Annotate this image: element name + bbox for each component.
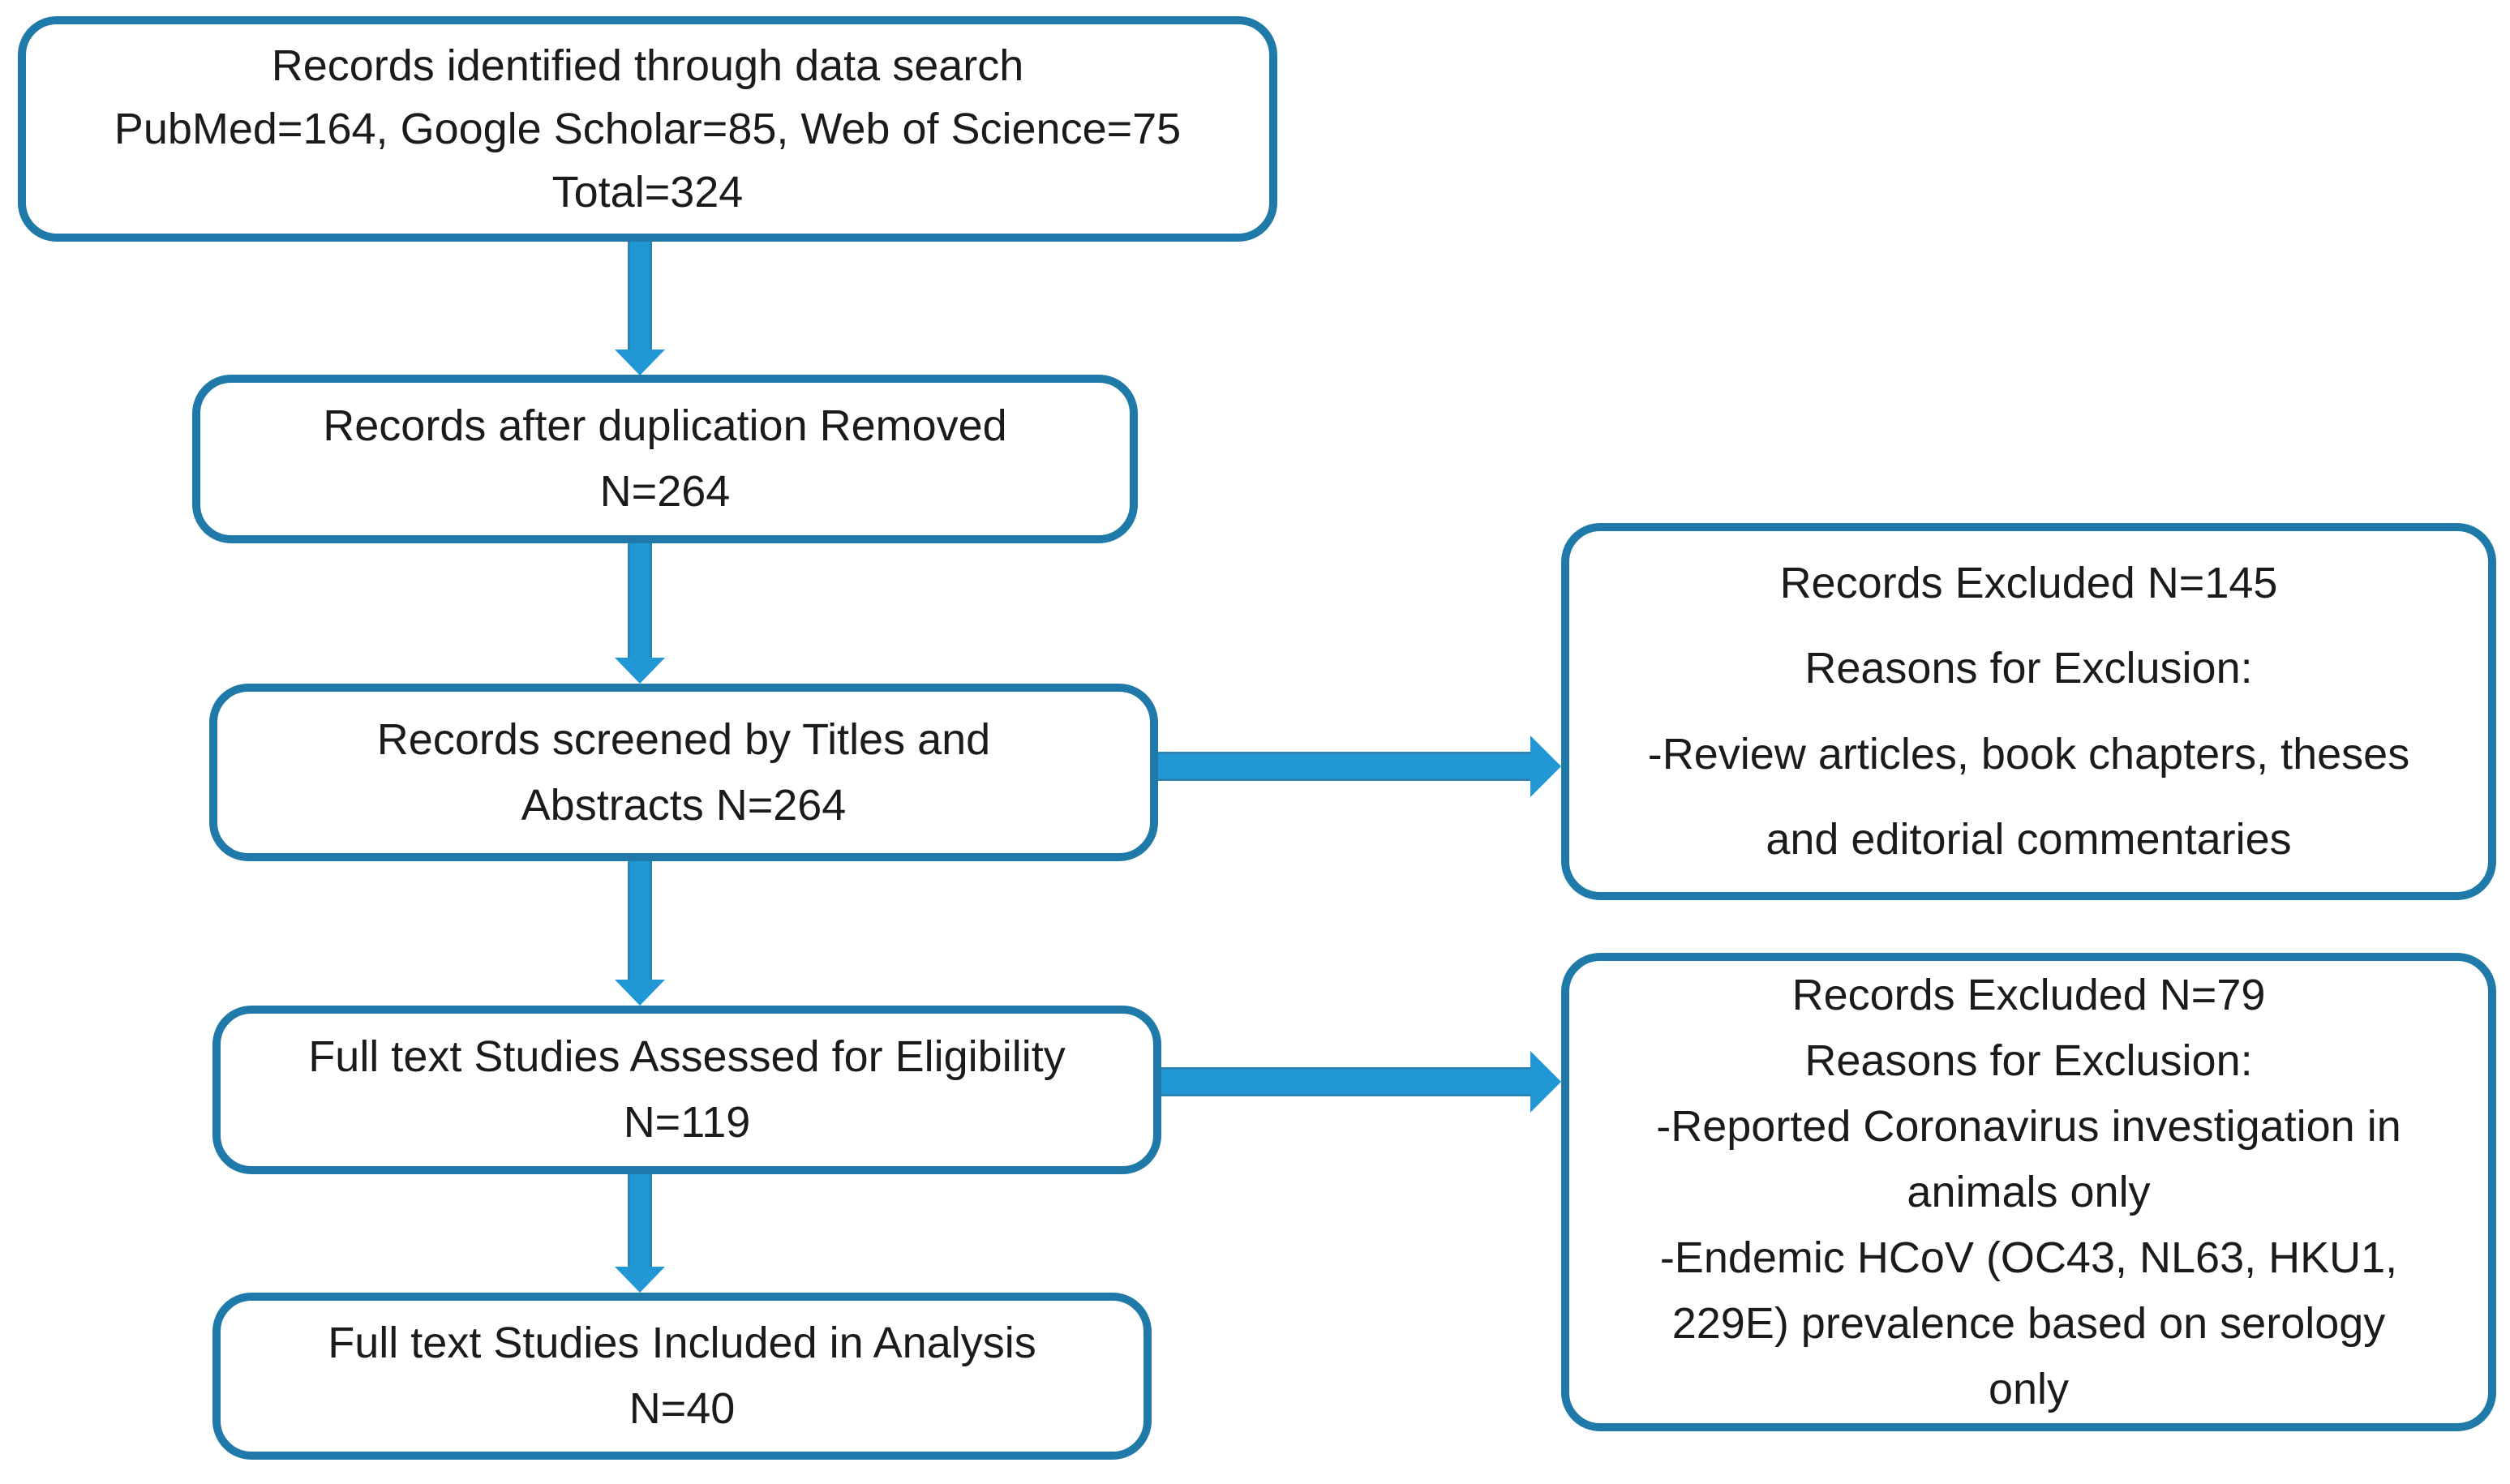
identification-line-1: Records identified through data search: [271, 41, 1024, 90]
screening-exclusion-line-1: Records Excluded N=145: [1779, 558, 2278, 607]
screening-exclusion-line-3: -Review articles, book chapters, theses: [1647, 729, 2410, 778]
arrow-head-down-icon: [615, 980, 665, 1006]
fulltext-exclusion-line-6: 229E) prevalence based on serology: [1671, 1298, 2386, 1348]
arrow-screening-to-eligibility: [615, 861, 665, 1006]
arrow-shaft: [628, 242, 652, 350]
eligibility-line-1: Full text Studies Assessed for Eligibili…: [308, 1032, 1066, 1081]
arrow-shaft: [628, 861, 652, 980]
arrow-head-down-icon: [615, 350, 665, 375]
fulltext-exclusion-line-7: only: [1988, 1364, 2070, 1413]
arrow-head-down-icon: [615, 1267, 665, 1293]
arrow-shaft: [628, 543, 652, 658]
screening-line-2: Abstracts N=264: [521, 780, 847, 830]
eligibility-line-2: N=119: [623, 1098, 751, 1147]
arrow-eligibility-to-included: [615, 1174, 665, 1293]
screening-line-1: Records screened by Titles and: [376, 714, 991, 764]
arrow-screening-to-exclusion: [1158, 736, 1561, 797]
fulltext-exclusion-line-3: -Reported Coronavirus investigation in: [1656, 1101, 2401, 1151]
screening-exclusion-line-2: Reasons for Exclusion:: [1804, 644, 2253, 693]
identification-box: Records identified through data search P…: [18, 16, 1277, 242]
identification-line-3: Total=324: [551, 168, 744, 217]
arrow-shaft: [1158, 752, 1530, 781]
identification-line-2: PubMed=164, Google Scholar=85, Web of Sc…: [114, 104, 1182, 153]
deduplication-line-2: N=264: [599, 467, 731, 516]
screening-exclusion-box: Records Excluded N=145 Reasons for Exclu…: [1561, 523, 2496, 900]
screening-exclusion-line-4: and editorial commentaries: [1766, 814, 2292, 864]
fulltext-exclusion-line-5: -Endemic HCoV (OC43, NL63, HKU1,: [1659, 1233, 2398, 1282]
fulltext-exclusion-line-2: Reasons for Exclusion:: [1804, 1036, 2253, 1085]
arrow-dedup-to-screening: [615, 543, 665, 684]
arrow-identification-to-dedup: [615, 242, 665, 375]
arrow-eligibility-to-exclusion: [1161, 1051, 1561, 1113]
arrow-head-down-icon: [615, 658, 665, 684]
included-box: Full text Studies Included in Analysis N…: [212, 1293, 1152, 1460]
deduplication-line-1: Records after duplication Removed: [323, 401, 1007, 450]
included-line-1: Full text Studies Included in Analysis: [328, 1319, 1036, 1367]
arrow-head-right-icon: [1530, 736, 1561, 797]
fulltext-exclusion-line-4: animals only: [1907, 1167, 2151, 1216]
arrow-shaft: [1161, 1067, 1530, 1096]
screening-box: Records screened by Titles and Abstracts…: [209, 684, 1158, 861]
fulltext-exclusion-line-1: Records Excluded N=79: [1791, 970, 2266, 1019]
deduplication-box: Records after duplication Removed N=264: [192, 375, 1138, 543]
included-line-2: N=40: [629, 1384, 736, 1433]
arrow-shaft: [628, 1174, 652, 1267]
arrow-head-right-icon: [1530, 1051, 1561, 1113]
eligibility-box: Full text Studies Assessed for Eligibili…: [212, 1006, 1161, 1174]
fulltext-exclusion-box: Records Excluded N=79 Reasons for Exclus…: [1561, 953, 2496, 1431]
